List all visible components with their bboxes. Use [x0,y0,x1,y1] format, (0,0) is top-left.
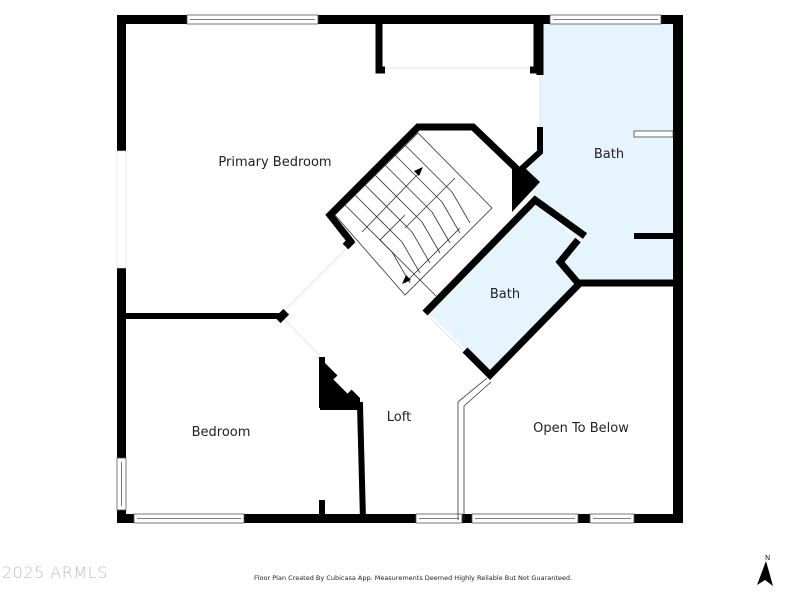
room-label-bath-2: Bath [490,287,520,302]
room-label-loft: Loft [387,410,411,425]
stairs-down-arrow-icon [402,275,411,284]
exterior-walls [117,15,683,523]
left-wall-opening [116,150,127,269]
closet-shelf [333,372,355,394]
room-label-bedroom: Bedroom [192,425,251,440]
loft-railing [457,377,488,520]
room-label-primary-bedroom: Primary Bedroom [218,155,331,170]
disclaimer-text: Floor Plan Created By Cubicasa App. Meas… [254,574,573,582]
room-label-open-to-below: Open To Below [533,421,629,436]
stairs-up-arrow-icon [414,167,423,176]
room-label-bath-1: Bath [594,147,624,162]
compass-label: N [765,554,771,562]
interior-walls [126,20,673,521]
north-arrow-icon [757,561,773,586]
bath-shelf [633,130,674,138]
bath-2-area [425,200,578,372]
copyright-watermark: 2025 ARMLS [2,563,108,582]
stairs [334,132,493,297]
door-openings [282,67,541,357]
door-jambs [274,236,356,324]
wall-wedge [512,168,540,212]
windows [116,14,662,524]
